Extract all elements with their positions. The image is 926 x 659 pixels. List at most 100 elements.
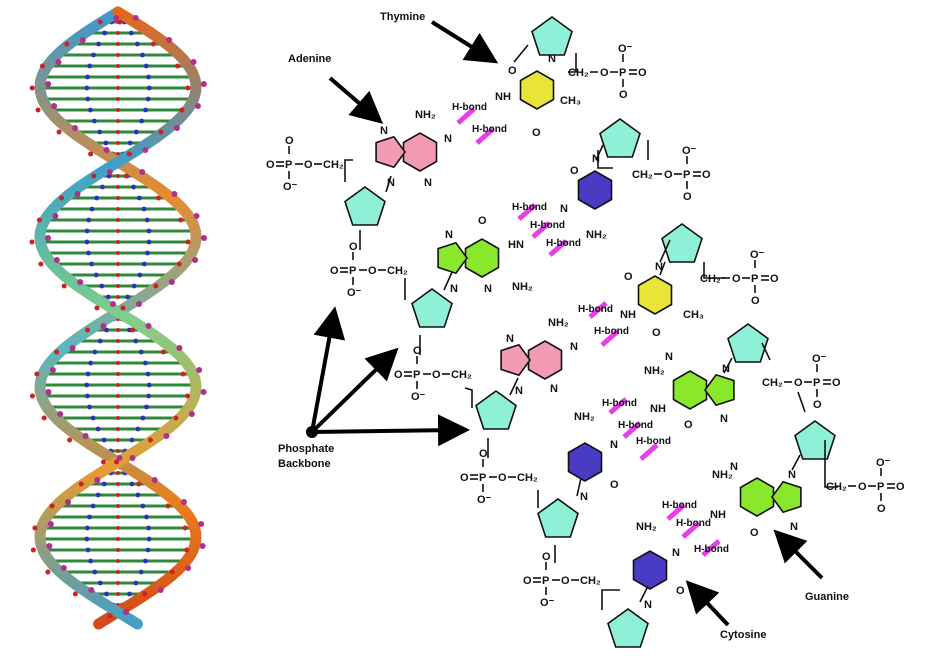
nitrogen-atom [129,481,135,487]
thymine-label: Thymine [380,11,425,23]
nitrogen-atom [141,261,147,267]
oxygen-atom [116,229,120,233]
oxygen-atom [116,64,120,68]
oxygen-atom [142,591,148,597]
nitrogen-atom [84,382,90,388]
oxygen-atom: O [624,271,633,283]
oxygen-atom: O [349,241,358,253]
phosphate-atom [88,587,95,593]
h-bond-mark [475,127,495,145]
phosphate-atom [200,81,207,87]
oxygen-atom: O [432,369,441,381]
nitrogen-atom [144,514,149,520]
nitrogen-atom [133,338,139,344]
oxygen-atom [116,240,120,244]
nitrogen-atom [127,591,132,597]
nitrogen-atom: N [790,521,798,533]
nitrogen-atom [87,107,93,113]
oxygen-atom [116,196,120,200]
sugar-ring [475,390,517,430]
nitrogen-atom [90,415,96,421]
oxygen-atom [67,437,73,443]
nitrogen-atom [135,492,141,498]
oxygen-atom [116,141,120,145]
oxygen-atom: O [751,295,760,307]
phosphorus-atom: P [813,377,820,389]
nitrogen-atom [139,118,145,124]
oxygen-atom: O [750,527,759,539]
nitrogen-atom [88,558,94,564]
oxygen-atom [182,525,188,531]
guanine-3-five-ring [771,480,802,514]
backbone-ribbon-2 [34,6,202,630]
nitrogen-atom [127,140,133,146]
oxygen-atom [116,218,120,222]
nitrogen-atom [84,239,90,245]
nitrogen-atom [146,393,152,399]
nitrogen-atom [85,96,91,102]
nitrogen-atom [146,525,152,531]
nitrogen-atom [89,206,95,212]
h-bond-label: H-bond [530,220,565,231]
nitrogen-atom [100,184,105,190]
h-bond-mark [456,107,476,125]
nitrogen-atom [138,569,144,575]
oxygen-atom [116,493,120,497]
nitrogen-atom [87,514,92,520]
nitrogen-atom [103,140,109,146]
oxygen-atom [173,415,179,421]
oxygen-atom [150,41,156,47]
oxygen-atom [29,239,35,245]
amine-group: NH₂ [512,281,533,293]
oxygen-atom: O [570,165,579,177]
oxygen-atom [184,547,190,553]
oxygen-atom [30,547,36,553]
nitrogen-atom: N [450,283,458,295]
h-bond-label: H-bond [676,518,711,529]
oxygen-atom [39,63,45,69]
nitrogen-atom [141,206,147,212]
phosphate-atom [74,191,81,197]
phosphorus-atom: P [479,472,486,484]
nitrogen-atom [131,283,137,289]
nitrogen-atom [97,129,103,135]
nitrogen-atom [125,294,131,300]
oxygen-atom [116,361,120,365]
oxygen-atom [175,63,181,69]
oxygen-atom: O [460,472,469,484]
oxygen-atom [116,383,120,387]
amine-group: NH₂ [712,469,733,481]
oxygen-atom [84,327,90,333]
amine-group: NH₂ [586,229,607,241]
nitrogen-atom [146,536,152,542]
nitrogen-atom: N [655,261,663,273]
nitrogen-atom [84,393,90,399]
phosphate-atom [157,587,164,593]
oxygen-atom [116,416,120,420]
nitrogen-atom [99,283,105,289]
oxygen-atom: O [368,265,377,277]
oxygen-atom [155,195,161,201]
nitrogen-atom [104,327,109,333]
ch2-group: CH₂ [580,575,601,587]
guanine-five-ring [437,241,468,275]
oxygen-atom [165,503,171,509]
oxygen-atom [107,613,113,619]
oxygen-atom [29,393,35,399]
nitrogen-atom: N [548,53,556,65]
phosphate-atom [142,147,149,153]
oxygen-atom: O [896,481,905,493]
oxygen-atom [116,262,120,266]
caption-labels: Thymine Adenine Guanine Cytosine Phospha… [278,11,849,641]
amine-group: NH₂ [574,411,595,423]
nitrogen-atom [146,85,152,91]
nh-group: NH [620,309,636,321]
oxygen-atom: O [794,377,803,389]
phosphate-atom [151,477,158,483]
oxygen-atom [116,284,120,288]
nitrogen-atom: N [380,125,388,137]
oxygen-atom [36,217,42,223]
nitrogen-atom [140,52,145,58]
sugar-ring [531,16,573,56]
nitrogen-atom [146,382,152,388]
